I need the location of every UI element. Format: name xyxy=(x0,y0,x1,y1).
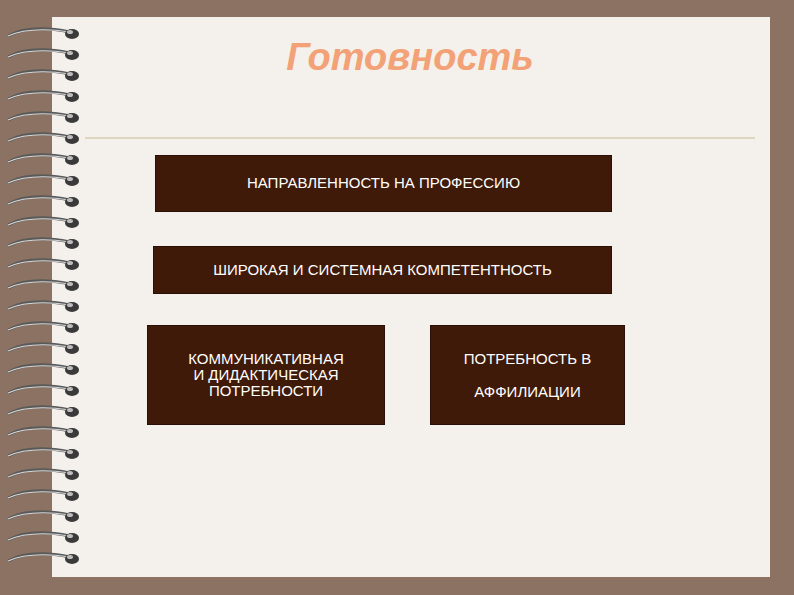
paper-sheet xyxy=(52,17,770,577)
box-label: НАПРАВЛЕННОСТЬ НА ПРОФЕССИЮ xyxy=(247,175,520,192)
box-label: ПОТРЕБНОСТЬ В АФФИЛИАЦИИ xyxy=(448,342,608,408)
box-label: КОММУНИКАТИВНАЯ И ДИДАКТИЧЕСКАЯ ПОТРЕБНО… xyxy=(186,351,346,398)
concept-box: ПОТРЕБНОСТЬ В АФФИЛИАЦИИ xyxy=(430,325,625,425)
concept-box: КОММУНИКАТИВНАЯ И ДИДАКТИЧЕСКАЯ ПОТРЕБНО… xyxy=(147,325,385,425)
slide-title: Готовность xyxy=(160,36,660,79)
concept-box: ШИРОКАЯ И СИСТЕМНАЯ КОМПЕТЕНТНОСТЬ xyxy=(153,246,612,294)
concept-box: НАПРАВЛЕННОСТЬ НА ПРОФЕССИЮ xyxy=(155,155,612,212)
box-label: ШИРОКАЯ И СИСТЕМНАЯ КОМПЕТЕНТНОСТЬ xyxy=(213,262,552,279)
